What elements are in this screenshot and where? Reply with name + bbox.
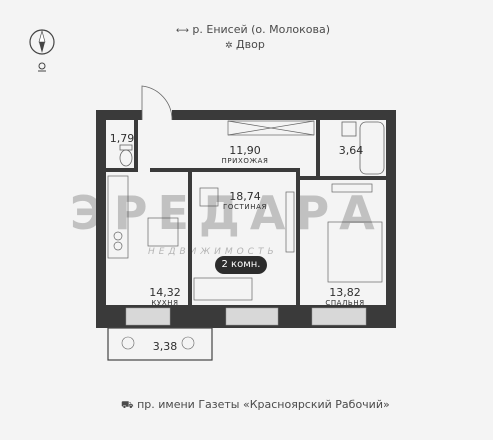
room-living: 18,74 ГОСТИНАЯ [215, 190, 275, 211]
street-label: пр. имени Газеты «Красноярский Рабочий» [137, 398, 390, 411]
view-river-row: ⟷ р. Енисей (о. Молокова) [176, 23, 330, 36]
watermark-brand: ЭРЕДАРА [70, 186, 385, 240]
balcony-outline [107, 327, 213, 361]
room-area-bedroom: 13,82 [329, 286, 361, 299]
windows [125, 307, 367, 326]
living-furniture [193, 187, 295, 301]
street-row: ⛟ пр. имени Газеты «Красноярский Рабочий… [121, 398, 390, 413]
compass-icon [29, 29, 55, 72]
entrance-door [141, 85, 173, 121]
tree-icon: ✲ [225, 41, 233, 51]
room-area-balcony: 3,38 [152, 340, 178, 353]
room-area-bathroom-small: 1,79 [109, 132, 135, 145]
room-kitchen: 14,32 КУХНЯ [140, 286, 190, 307]
room-area-living: 18,74 [229, 190, 261, 203]
room-area-bathroom: 3,64 [338, 144, 364, 157]
kitchen-fittings [107, 175, 179, 259]
room-area-hall: 11,90 [229, 144, 261, 157]
hall-cabinets [227, 120, 315, 136]
view-river-label: р. Енисей (о. Молокова) [192, 23, 331, 36]
room-name-kitchen: КУХНЯ [151, 299, 179, 307]
view-yard-label: Двор [236, 38, 265, 51]
room-bedroom: 13,82 СПАЛЬНЯ [315, 286, 375, 307]
room-name-bedroom: СПАЛЬНЯ [325, 299, 365, 307]
room-name-hall: ПРИХОЖАЯ [221, 157, 269, 165]
car-icon: ⛟ [121, 400, 134, 411]
interior-walls [106, 120, 386, 305]
room-area-kitchen: 14,32 [149, 286, 181, 299]
watermark-sub: НЕДВИЖИМОСТЬ [148, 247, 278, 257]
balcony-plants [121, 336, 195, 350]
toilet [119, 144, 133, 167]
bathtub [341, 121, 385, 175]
room-count-badge: 2 комн. [215, 256, 267, 274]
room-name-living: ГОСТИНАЯ [223, 203, 267, 211]
river-view-icon: ⟷ [176, 26, 189, 36]
room-hall: 11,90 ПРИХОЖАЯ [215, 144, 275, 165]
view-yard-row: ✲ Двор [225, 38, 265, 51]
bed [327, 183, 383, 283]
